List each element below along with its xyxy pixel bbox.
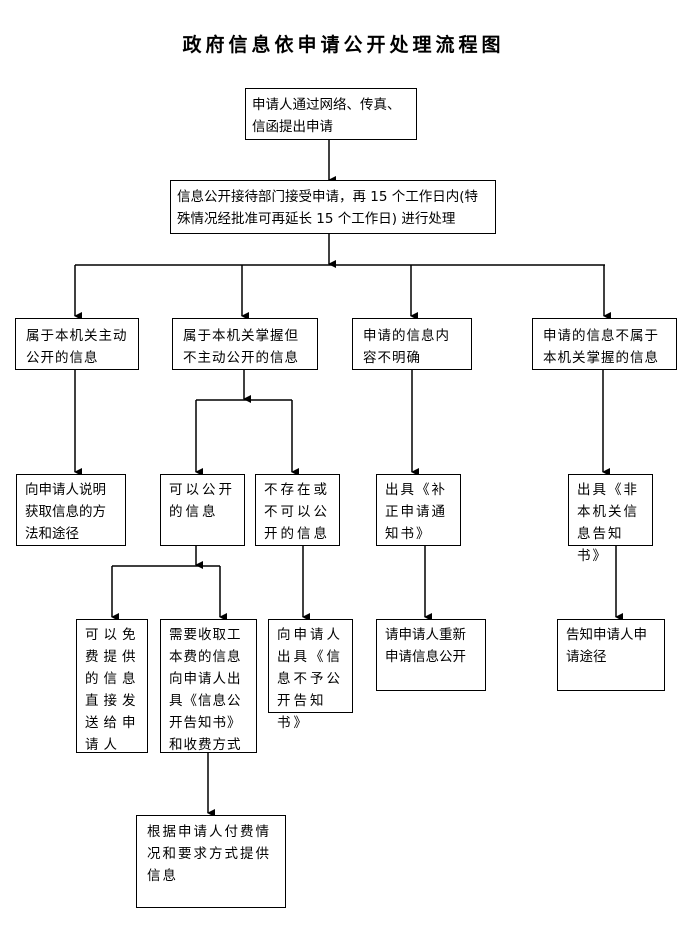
node-apply: 申请人通过网络、传真、信函提出申请 (245, 88, 417, 140)
node-inform-route: 告知申请人申请途径 (557, 619, 665, 691)
node-reapply: 请申请人重新申请信息公开 (376, 619, 486, 691)
node-issue-non-agency: 出具《非本机关信息告知书》 (568, 474, 653, 564)
node-fee-required: 需要收取工本费的信息向申请人出具《信息公开告知书》和收费方式 (160, 619, 257, 753)
node-issue-refusal: 向申请人出具《信息不予公开告知书》 (268, 619, 353, 731)
node-cat-unclear: 申请的信息内容不明确 (352, 318, 472, 370)
node-receive: 信息公开接待部门接受申请，再 15 个工作日内(特殊情况经批准可再延长 15 个… (170, 180, 496, 234)
node-not-exist: 不存在或不可以公开的信息 (255, 474, 340, 546)
node-issue-correction: 出具《补正申请通知书》 (376, 474, 461, 546)
flowchart-title: 政府信息依申请公开处理流程图 (182, 34, 505, 56)
node-can-disclose: 可以公开的信息 (160, 474, 245, 546)
node-cat-active: 属于本机关主动公开的信息 (15, 318, 139, 370)
node-cat-held: 属于本机关掌握但不主动公开的信息 (172, 318, 318, 370)
node-explain-method: 向申请人说明获取信息的方法和途径 (16, 474, 126, 546)
node-provide-by-payment: 根据申请人付费情况和要求方式提供信息 (136, 815, 286, 908)
node-free-send: 可以免费提供的信息直接发送给申请人 (76, 619, 148, 753)
node-cat-not-held: 申请的信息不属于本机关掌握的信息 (532, 318, 677, 370)
